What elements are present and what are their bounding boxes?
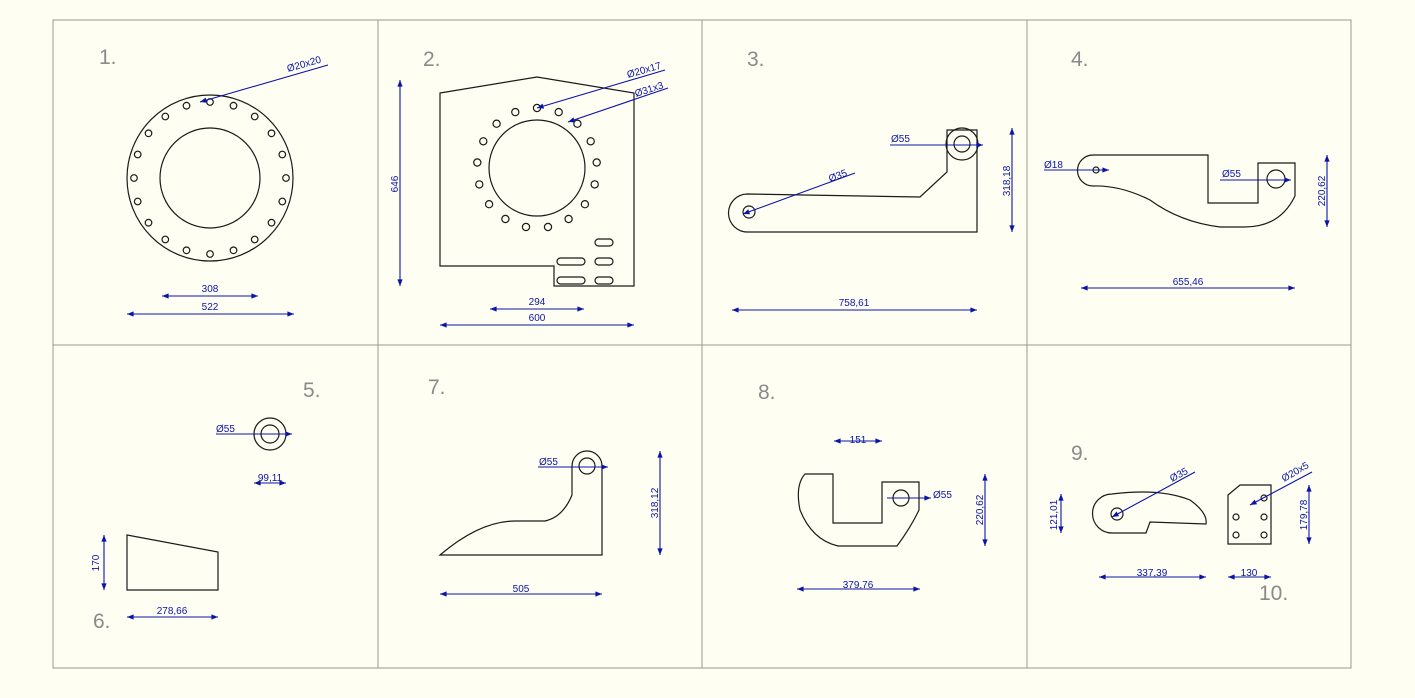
- bolt-hole: [206, 250, 214, 258]
- bolt-hole: [473, 158, 482, 167]
- bolt-hole: [564, 214, 573, 224]
- bolt-hole: [586, 137, 595, 146]
- bolt-hole: [511, 107, 520, 117]
- dim-outer-diameter: 522: [202, 302, 219, 313]
- bolt-hole: [521, 222, 531, 232]
- bolt-hole: [161, 235, 170, 244]
- part-number-6: 6.: [93, 610, 111, 633]
- dim-height: 318,12: [650, 487, 661, 518]
- dim-hole-large: Ø31x3: [634, 80, 666, 100]
- bolt-hole: [475, 180, 484, 189]
- bolt-hole: [592, 158, 601, 167]
- part-9-cam: 9. Ø35 121,01 337,39: [1049, 442, 1207, 580]
- part-4-lever: 4. Ø18 Ø55 220,62 655,46: [1044, 48, 1330, 291]
- dim-width: 130: [1241, 568, 1258, 579]
- part-number-9: 9.: [1071, 442, 1089, 465]
- bolt-hole: [267, 129, 276, 138]
- bolt-hole: [133, 197, 142, 206]
- part-number-2: 2.: [423, 48, 441, 71]
- dim-inner-diameter: 308: [202, 284, 219, 295]
- part-number-8: 8.: [758, 381, 776, 404]
- bolt-hole: [479, 137, 488, 146]
- dim-height: 220,62: [1317, 175, 1328, 206]
- part-2-plate: 2. Ø20x17 Ø31x3 646 294 600: [390, 48, 669, 328]
- dim-pin-hole: Ø55: [891, 134, 910, 145]
- part-number-10: 10.: [1259, 582, 1288, 605]
- dim-length: 278,66: [157, 606, 188, 617]
- bolt-hole: [161, 112, 170, 121]
- bolt-hole: [130, 174, 138, 182]
- bolt-hole: [278, 150, 287, 159]
- bolt-hole: [144, 218, 153, 227]
- bolt-hole: [229, 101, 238, 110]
- bolt-hole: [182, 246, 191, 255]
- dim-hole: Ø35: [1168, 466, 1190, 485]
- bolt-hole: [182, 101, 191, 110]
- bolt-hole: [484, 199, 494, 209]
- part-8-hook: 8. 151 Ø55 220,62 379,76: [758, 381, 988, 592]
- bolt-hole: [501, 214, 510, 224]
- dim-hole: Ø55: [216, 424, 235, 435]
- bolt-hole: [278, 197, 287, 206]
- dim-length: 505: [513, 584, 530, 595]
- dim-pin-hole: Ø55: [539, 457, 558, 468]
- dim-pin-hole: Ø55: [933, 490, 952, 501]
- dim-length: 758,61: [839, 298, 870, 309]
- dim-slot-width: 151: [850, 435, 867, 446]
- bolt-circle-holes: [130, 98, 290, 258]
- bolt-hole: [580, 199, 590, 209]
- part-number-4: 4.: [1071, 48, 1089, 71]
- slots: [556, 238, 614, 285]
- part-7-bracket: 7. Ø55 318,12 505: [428, 376, 663, 597]
- plate-holes: [1232, 494, 1268, 539]
- part-1-flange: 1. Ø20x20 308 522: [99, 46, 329, 317]
- bolt-hole: [144, 129, 153, 138]
- bolt-hole: [282, 174, 290, 182]
- bolt-hole: [267, 218, 276, 227]
- dim-pin-hole: Ø55: [1222, 169, 1241, 180]
- dim-length: 337,39: [1137, 568, 1168, 579]
- bolt-circle-holes: [473, 103, 601, 232]
- bolt-hole: [590, 180, 599, 189]
- dim-hole-small: Ø20x17: [626, 61, 663, 81]
- dim-bore: 294: [529, 297, 546, 308]
- part-10-plate: 10. Ø20x5 179,78 130: [1227, 460, 1313, 605]
- bolt-hole: [250, 235, 259, 244]
- dim-height: 646: [390, 175, 401, 192]
- part-3-arm: 3. Ø55 Ø35 318,18 758,61: [727, 48, 1015, 313]
- bolt-hole: [543, 222, 553, 232]
- bolt-hole: [573, 119, 582, 128]
- drawing-grid: [52, 19, 1352, 669]
- bolt-hole: [554, 107, 563, 117]
- dim-end-hole: Ø35: [827, 168, 849, 185]
- dim-height: 318,18: [1002, 165, 1013, 196]
- bolt-hole: [229, 246, 238, 255]
- dim-height: 121,01: [1049, 499, 1060, 530]
- part-number-3: 3.: [747, 48, 765, 71]
- dim-outer-diameter: 99,11: [258, 473, 283, 484]
- dim-length: 379,76: [843, 580, 874, 591]
- dim-height: 179,78: [1299, 499, 1310, 530]
- part-number-1: 1.: [99, 46, 117, 69]
- part-number-7: 7.: [428, 376, 446, 399]
- dim-width: 600: [529, 313, 546, 324]
- bolt-hole: [250, 112, 259, 121]
- part-5-washer: 5. Ø55 99,11: [216, 379, 321, 486]
- dim-height: 220,62: [975, 494, 986, 525]
- part-6-wedge: 6. 170 278,66: [91, 534, 219, 633]
- dim-small-hole: Ø18: [1044, 160, 1063, 171]
- bolt-hole: [492, 119, 501, 128]
- bolt-hole: [133, 150, 142, 159]
- dim-height: 170: [91, 554, 102, 571]
- dim-length: 655,46: [1173, 277, 1204, 288]
- part-number-5: 5.: [303, 379, 321, 402]
